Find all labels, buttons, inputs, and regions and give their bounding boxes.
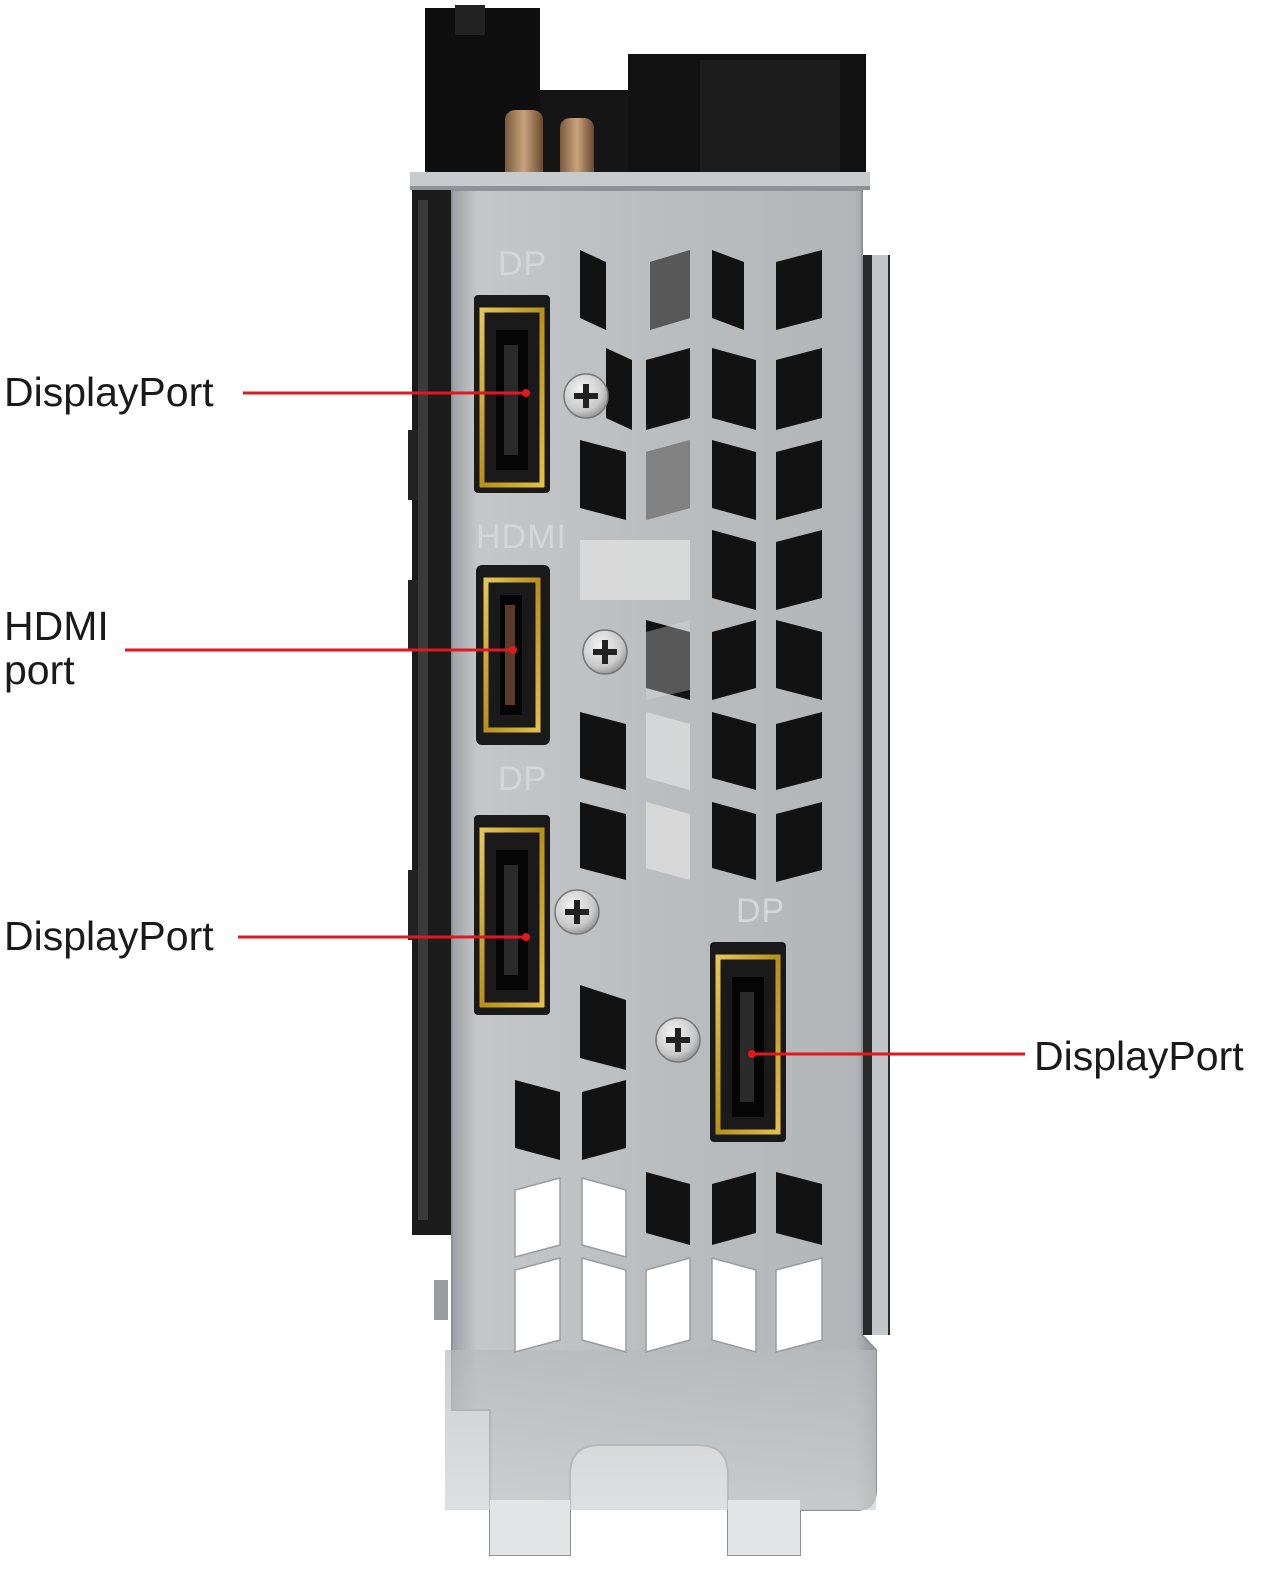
leader-dot-dp-right [748, 1050, 756, 1058]
bracket-mark-dp-top: DP [498, 245, 547, 283]
leader-dot-hdmi [509, 646, 517, 654]
graphics-card-body [408, 5, 890, 1335]
callout-displayport-right: DisplayPort [1034, 1033, 1244, 1079]
bracket-mark-dp-lower: DP [498, 760, 547, 798]
callout-hdmi-port: HDMI port [4, 604, 109, 692]
callout-displayport-top: DisplayPort [4, 369, 214, 415]
vent-cutouts [514, 250, 823, 1353]
leader-dot-dp-lower [522, 933, 530, 941]
mounting-screws [554, 373, 701, 1063]
leader-dot-dp-top [522, 389, 530, 397]
bracket-mark-hdmi: HDMI [476, 518, 567, 556]
callout-hdmi-line2: port [4, 647, 75, 693]
displayport-connector-lower [474, 815, 550, 1015]
callout-displayport-lower: DisplayPort [4, 913, 214, 959]
bracket-mark-dp-right: DP [736, 892, 785, 930]
hdmi-connector [476, 565, 550, 745]
callout-hdmi-line1: HDMI [4, 603, 109, 649]
leader-lines [125, 389, 1025, 1058]
displayport-connector-right [710, 942, 786, 1142]
